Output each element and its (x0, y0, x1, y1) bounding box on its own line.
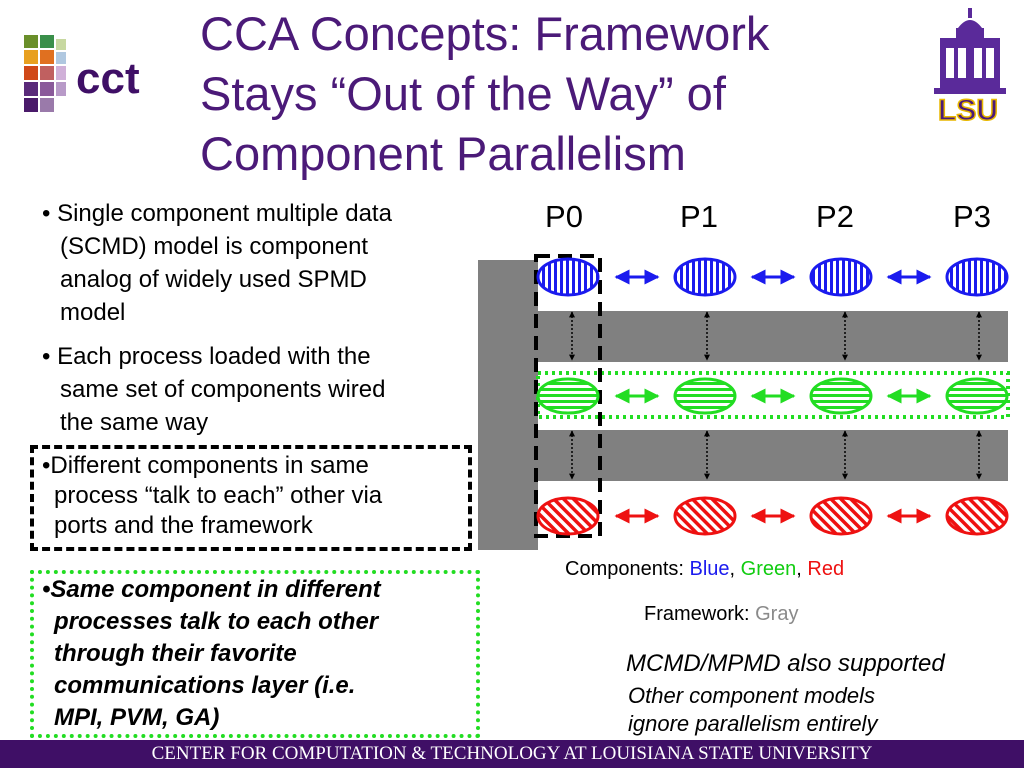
title-line-3: Component Parallelism (200, 127, 686, 180)
green-component-p3 (945, 377, 1009, 415)
bullet-different-components-line: ports and the framework (54, 512, 313, 539)
lsu-logo: LSU (934, 8, 1006, 124)
legend-green: Green (740, 558, 797, 580)
red-component-p1 (673, 496, 737, 536)
legend-blue: Blue (689, 558, 730, 580)
process-label-p1: P1 (680, 199, 718, 234)
bullet-scmd-line: (SCMD) model is component (60, 233, 369, 260)
process-label-p0: P0 (545, 199, 583, 234)
framework-vertical-bar (478, 260, 538, 550)
dashed-box-different-components (30, 445, 472, 551)
title-line-2: Stays “Out of the Way” of (200, 67, 726, 120)
scmd-diagram: P0 P1 P2 P3 (478, 199, 1010, 550)
bullet-scmd-line: • Single component multiple data (42, 200, 392, 227)
green-component-p0 (536, 377, 600, 415)
bullet-each-process-line: same set of components wired (60, 376, 386, 403)
bullet-scmd-line: model (60, 299, 126, 326)
bullet-same-component-line: communications layer (i.e. (54, 672, 356, 699)
bullet-same-component-line: •Same component in different (42, 576, 381, 603)
note-other-models: Other component models (628, 683, 876, 708)
green-component-p2 (809, 377, 873, 415)
legend-framework-label: Framework: (644, 603, 756, 625)
blue-component-p2 (809, 257, 873, 297)
green-component-row (536, 377, 1009, 415)
port-connections (569, 311, 982, 480)
framework-band-upper (538, 311, 1008, 362)
p0-column-dashed-box (534, 254, 602, 538)
bullet-scmd-line: analog of widely used SPMD (60, 266, 367, 293)
lsu-logo-text: LSU (938, 94, 998, 124)
blue-component-row (536, 257, 1009, 297)
legend-red: Red (807, 558, 845, 580)
legend-comma: , (796, 558, 808, 580)
legend-gray: Gray (755, 603, 799, 625)
bullet-each-process-line: • Each process loaded with the (42, 343, 371, 370)
note-ignore-parallelism: ignore parallelism entirely (628, 711, 878, 736)
blue-component-p3 (945, 257, 1009, 297)
red-component-row (536, 496, 1009, 536)
red-component-p0 (536, 496, 600, 536)
footer-banner: CENTER FOR COMPUTATION & TECHNOLOGY AT L… (0, 740, 1024, 768)
bullet-same-component-line: MPI, PVM, GA) (54, 704, 220, 731)
bullet-same-component-line: processes talk to each other (54, 608, 379, 635)
legend-framework: Framework: Gray (644, 603, 798, 626)
blue-component-p1 (673, 257, 737, 297)
process-label-p2: P2 (816, 199, 854, 234)
legend-components: Components: Blue, Green, Red (565, 558, 844, 581)
legend-components-label: Components: (565, 558, 690, 580)
bullet-different-components-line: •Different components in same (42, 452, 369, 479)
green-component-p1 (673, 377, 737, 415)
bullet-same-component-line: through their favorite (54, 640, 297, 667)
process-label-p3: P3 (953, 199, 991, 234)
framework-band-lower (538, 430, 1008, 481)
bullet-different-components-line: process “talk to each” other via (54, 482, 383, 509)
title-line-1: CCA Concepts: Framework (200, 7, 770, 60)
red-component-p3 (945, 496, 1009, 536)
dotted-box-same-component (30, 570, 480, 738)
blue-component-p0 (536, 257, 600, 297)
cct-logo-text: cct (76, 54, 140, 103)
cct-logo: cct (24, 35, 140, 112)
slide-title: CCA Concepts: Framework Stays “Out of th… (200, 4, 920, 184)
bullet-each-process-line: the same way (60, 409, 209, 436)
note-mcmd-mpmd: MCMD/MPMD also supported (626, 650, 945, 677)
legend-comma: , (729, 558, 741, 580)
red-component-p2 (809, 496, 873, 536)
